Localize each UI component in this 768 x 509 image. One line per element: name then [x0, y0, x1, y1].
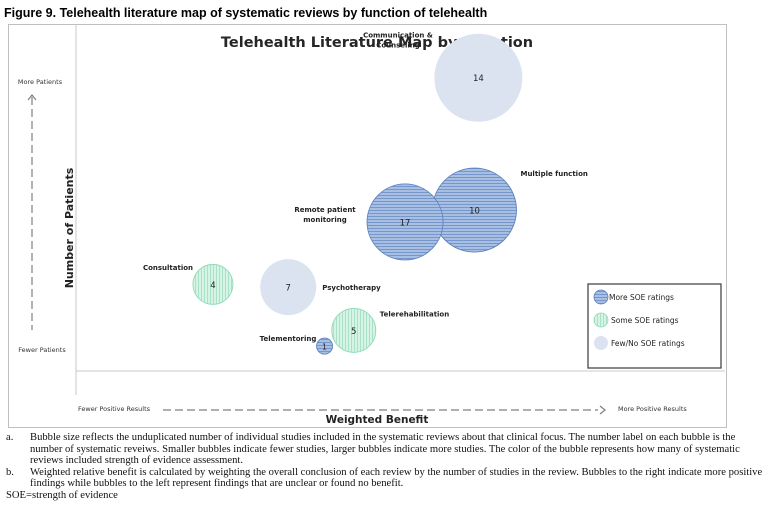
bubble-name-line: Telerehabilitation [380, 310, 449, 318]
chart-frame [8, 24, 727, 428]
bubble-name-line: Telementoring [260, 335, 317, 343]
bubble-value-label: 10 [469, 207, 480, 217]
bubble-telementoring [316, 337, 334, 355]
bubble-group: 1 Telementoring [260, 335, 334, 355]
bubble-group: 7 Psychotherapy [260, 259, 381, 316]
note-a: a. Bubble size reflects the unduplicated… [4, 432, 766, 467]
bubble-name-line: monitoring [303, 216, 347, 224]
y-axis-title: Number of Patients [63, 167, 76, 288]
figure-notes: a. Bubble size reflects the unduplicated… [4, 432, 766, 502]
bubble-group: 4 Consultation [143, 263, 234, 305]
legend-label: Some SOE ratings [611, 316, 679, 325]
x-axis-low-label: Fewer Positive Results [78, 405, 151, 413]
bubble-name-label: Communication & Counseling [363, 32, 433, 50]
x-axis-high-label: More Positive Results [618, 405, 687, 413]
legend-swatch [594, 336, 608, 350]
legend-label: Few/No SOE ratings [611, 339, 685, 348]
bubble-name-label: Psychotherapy [322, 284, 381, 292]
bubble-name-label: Remote patient monitoring [294, 206, 356, 224]
legend-item-few: Few/No SOE ratings [594, 336, 685, 350]
legend-swatch [593, 312, 609, 328]
bubble-name-label: Telementoring [260, 335, 317, 343]
bubble-value-label: 4 [210, 281, 215, 291]
bubble-group: 5 Telerehabilitation [331, 307, 449, 353]
bubble-value-label: 7 [286, 284, 291, 294]
bubble-name-label: Multiple function [520, 170, 587, 178]
abbreviation-note: SOE=strength of evidence [6, 489, 118, 501]
bubble-telerehabilitation [331, 307, 377, 353]
figure-title: Figure 9. Telehealth literature map of s… [4, 6, 488, 20]
y-axis-arrowhead-icon [27, 94, 37, 101]
note-text: Bubble size reflects the unduplicated nu… [30, 432, 740, 467]
bubble-consultation [192, 263, 234, 305]
legend-box [587, 283, 722, 369]
x-axis-arrowhead-icon [599, 405, 606, 415]
bubble-name-line: Consultation [143, 264, 193, 272]
bubble-value-label: 17 [400, 218, 411, 228]
legend-item-some: Some SOE ratings [593, 312, 679, 328]
bubble-name-label: Consultation [143, 264, 193, 272]
bubble-name-line: Psychotherapy [322, 284, 381, 292]
bubble-chart: Telehealth Literature Map by Function Mo… [18, 25, 725, 426]
bubble-value-label: 1 [322, 343, 327, 352]
bubble-psychotherapy [260, 259, 317, 316]
legend-label: More SOE ratings [609, 293, 674, 302]
bubble-remote-patient-monitoring [366, 183, 444, 261]
bubble-group: 17 Remote patient monitoring [294, 183, 444, 261]
note-text: Weighted relative benefit is calculated … [30, 466, 763, 490]
note-key: b. [6, 466, 14, 478]
bubble-name-line: Remote patient [294, 206, 356, 214]
bubble-name-label: Telerehabilitation [380, 310, 449, 318]
note-b: b. Weighted relative benefit is calculat… [4, 467, 766, 490]
y-axis-low-label: Fewer Patients [18, 346, 66, 354]
x-axis-title: Weighted Benefit [326, 414, 429, 426]
note-key: a. [6, 432, 14, 443]
bubble-communication-counseling [434, 33, 523, 122]
bubble-name-line: Communication & [363, 32, 433, 40]
bubble-group: 14 Communication & Counseling [363, 32, 523, 122]
bubble-value-label: 14 [473, 74, 484, 84]
bubble-name-line: Multiple function [520, 170, 587, 178]
bubble-value-label: 5 [351, 327, 356, 337]
bubble-group: 10 Multiple function [432, 167, 588, 253]
legend-swatch [593, 289, 609, 305]
y-axis-high-label: More Patients [18, 78, 63, 86]
legend-item-more: More SOE ratings [593, 289, 674, 305]
bubble-name-line: Counseling [376, 42, 420, 50]
